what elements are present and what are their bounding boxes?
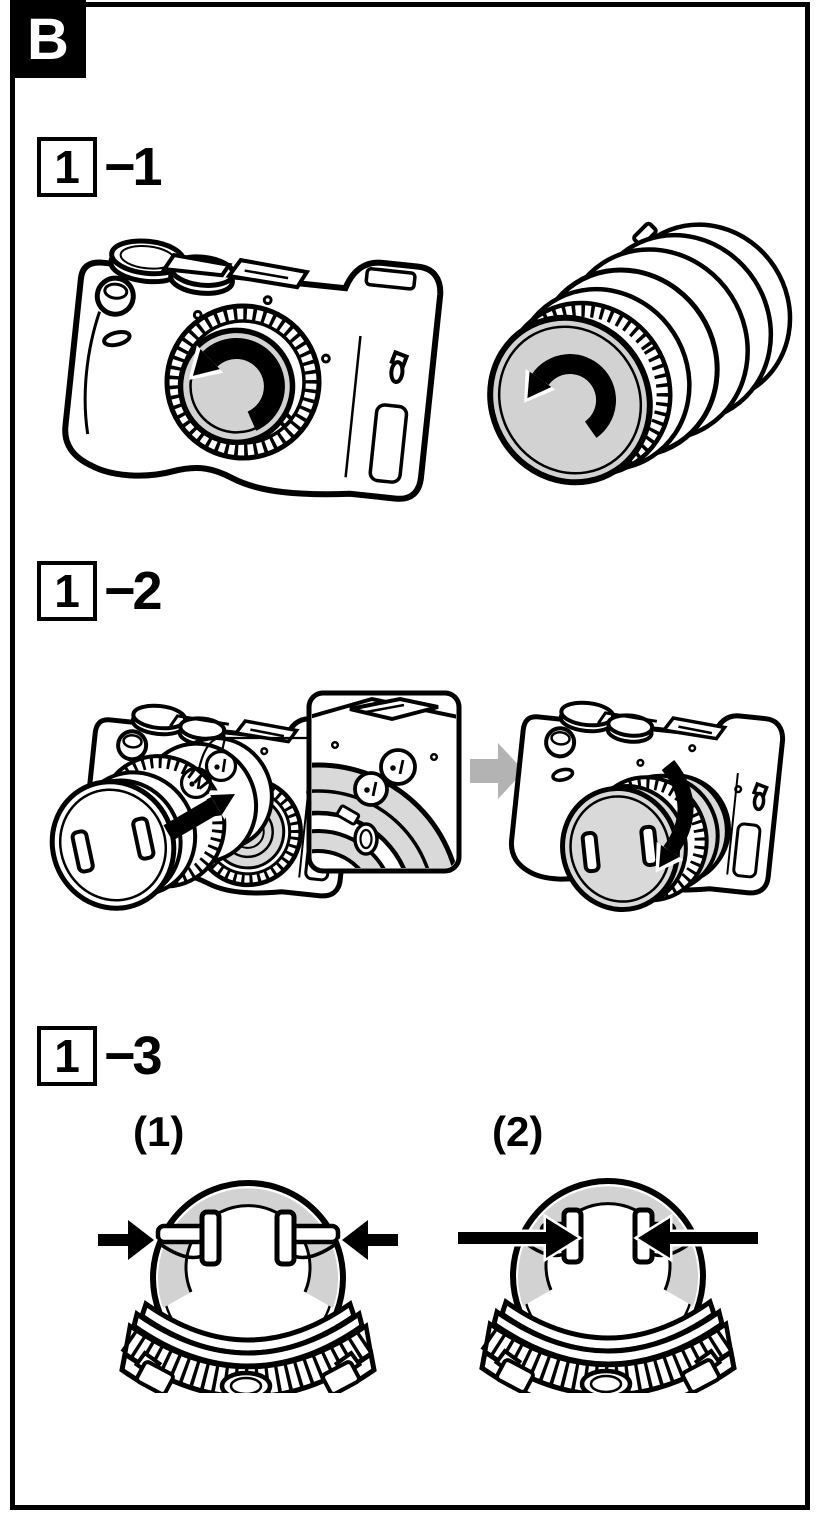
pinch-arrow-right-icon xyxy=(337,1214,401,1266)
front-knob xyxy=(94,275,136,317)
focus-window xyxy=(579,1368,633,1393)
cap-pinch-tab-right xyxy=(274,1209,341,1267)
focus-window xyxy=(219,1370,273,1393)
camera-body-illustration xyxy=(62,238,444,502)
top-panel xyxy=(160,252,233,278)
illustration-attach-lens xyxy=(49,655,823,913)
substep-label-1: (1) xyxy=(133,1108,185,1155)
pinch-arrow-left-icon xyxy=(95,1214,159,1266)
step-label-1-2: 1 −2 xyxy=(37,560,163,622)
lens-front-cap-step1 xyxy=(95,1180,401,1393)
section-badge-label: B xyxy=(27,6,69,72)
zoom-ring xyxy=(589,777,707,901)
step-number-box: 1 xyxy=(37,137,97,197)
lens-rear-cap-illustration xyxy=(487,221,793,486)
side-door xyxy=(368,403,409,484)
substep-label-2: (2) xyxy=(492,1108,544,1155)
attach-push-arrow-icon xyxy=(163,790,240,841)
rotate-cw-arrow-icon xyxy=(655,759,694,873)
af-illuminator xyxy=(102,329,132,348)
step-suffix: −3 xyxy=(104,1026,163,1086)
step-number-box: 1 xyxy=(37,561,97,621)
rear-lens-cap xyxy=(487,314,653,486)
front-lens-cap xyxy=(49,779,177,911)
section-badge: B xyxy=(10,0,86,78)
mount-screw xyxy=(353,822,379,856)
lens-attached xyxy=(560,772,729,913)
viewfinder-window xyxy=(364,267,417,291)
next-step-arrow-icon xyxy=(470,743,524,799)
cap-pinch-tab-left xyxy=(155,1209,222,1267)
illustration-remove-caps xyxy=(62,221,793,502)
lens-front-cap-step2 xyxy=(455,1178,761,1393)
callout-inset-box xyxy=(306,690,462,874)
step-suffix: −2 xyxy=(104,561,163,621)
pinch-arrow-right-icon xyxy=(633,1213,761,1263)
step-suffix: −1 xyxy=(104,137,163,197)
step-label-1-1: 1 −1 xyxy=(37,136,163,198)
illustration-pinch-front-cap xyxy=(95,1178,761,1393)
page-frame xyxy=(10,2,810,1510)
step-label-1-3: 1 −3 xyxy=(37,1025,163,1087)
pinch-arrow-left-icon xyxy=(455,1213,583,1263)
step-number-box: 1 xyxy=(37,1026,97,1086)
index-mark-callout-icon xyxy=(179,736,309,800)
